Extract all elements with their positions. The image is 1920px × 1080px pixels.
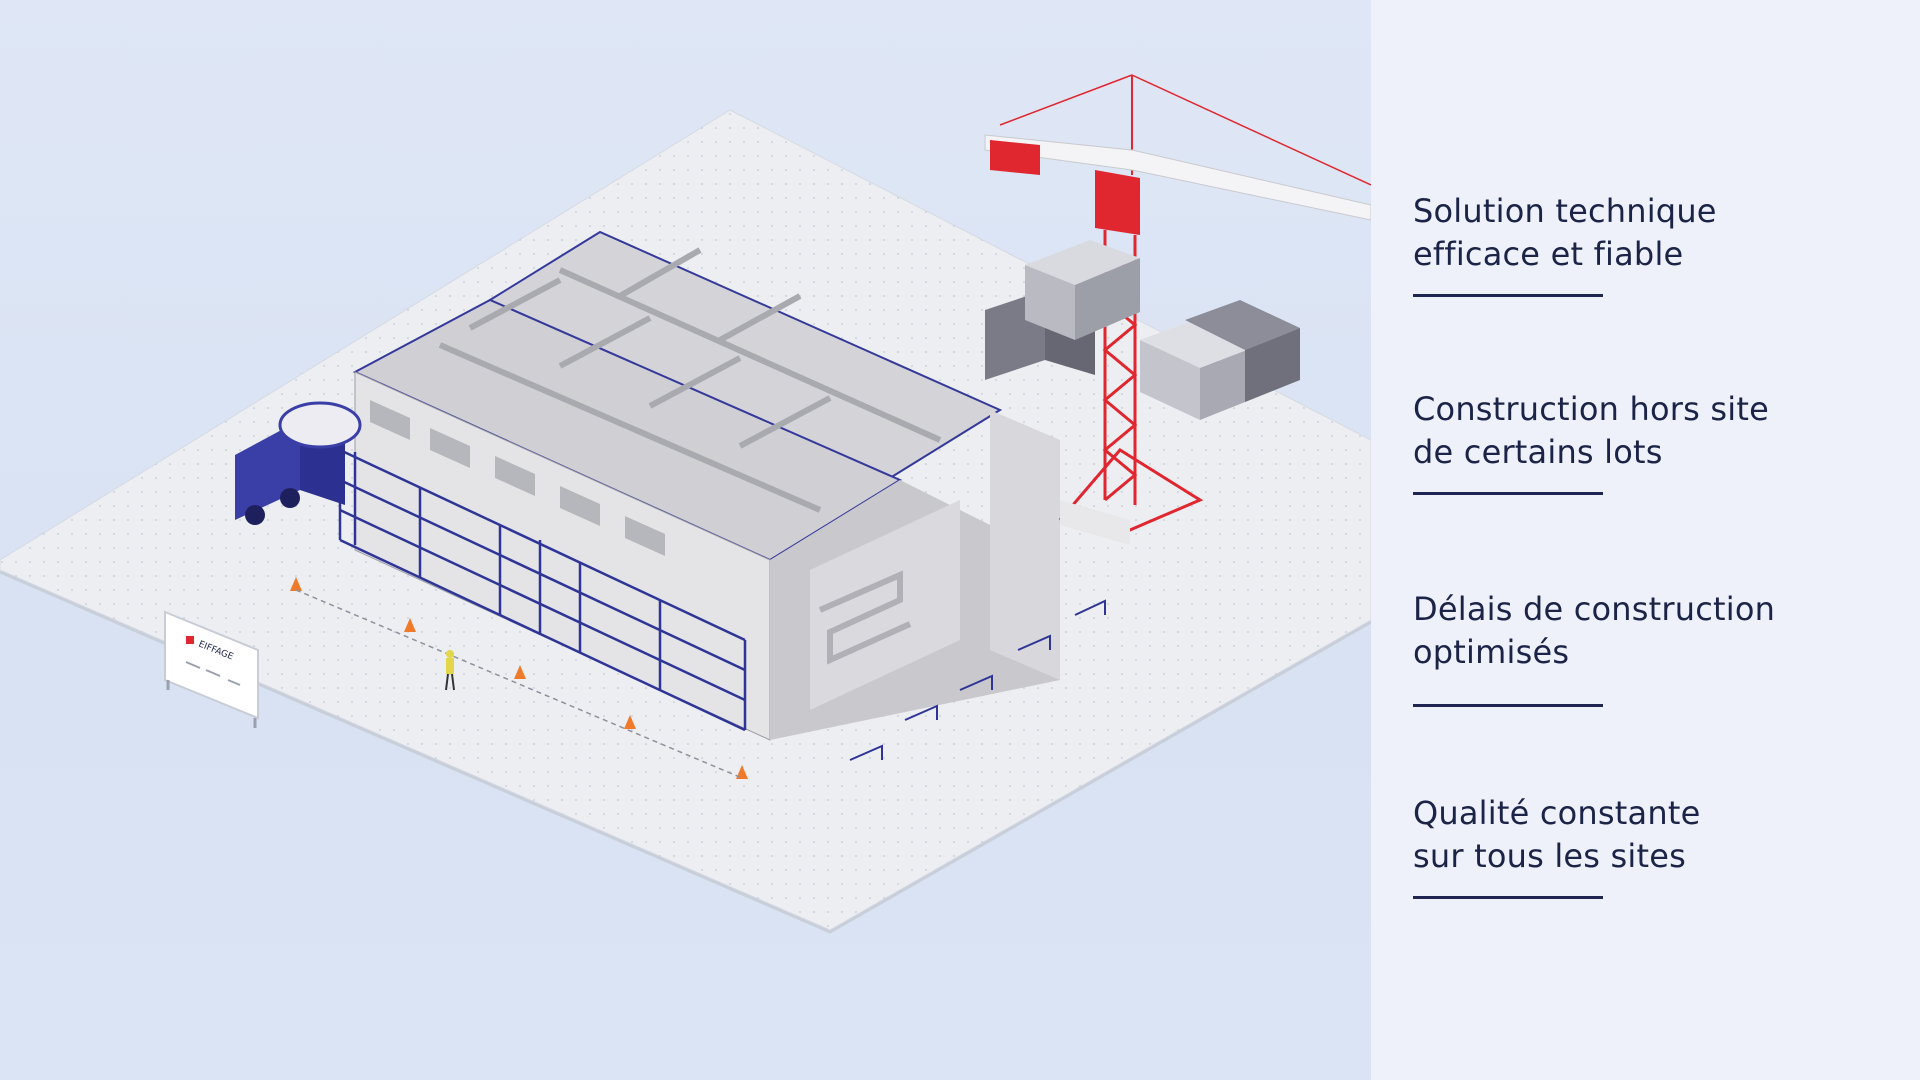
worker-figure (445, 650, 455, 691)
feature-underline (1413, 704, 1603, 707)
feature-item: Qualité constante sur tous les sites (1413, 792, 1893, 899)
building (338, 230, 1106, 761)
feature-label-line: optimisés (1413, 633, 1570, 671)
feature-label-line: Qualité constante (1413, 794, 1701, 832)
feature-underline (1413, 294, 1603, 297)
mixer-truck (235, 401, 362, 525)
feature-label: Construction hors site de certains lots (1413, 388, 1893, 474)
traffic-cones (290, 577, 748, 779)
feature-label: Qualité constante sur tous les sites (1413, 792, 1893, 878)
feature-label-line: Solution technique (1413, 192, 1717, 230)
feature-label-line: Délais de construction (1413, 590, 1776, 628)
feature-underline (1413, 896, 1603, 899)
feature-underline (1413, 492, 1603, 495)
feature-label-line: Construction hors site (1413, 390, 1769, 428)
feature-label-line: efficace et fiable (1413, 235, 1684, 273)
feature-item: Délais de construction optimisés (1413, 588, 1893, 707)
feature-label: Solution technique efficace et fiable (1413, 190, 1893, 276)
feature-item: Solution technique efficace et fiable (1413, 190, 1893, 297)
scaffolding (338, 448, 747, 732)
barriers (849, 599, 1106, 761)
feature-label-line: sur tous les sites (1413, 837, 1687, 875)
tower-crane (984, 74, 1371, 545)
feature-label: Délais de construction optimisés (1413, 588, 1893, 674)
feature-label-line: de certains lots (1413, 433, 1663, 471)
features-panel: Solution technique efficace et fiable Co… (1371, 0, 1920, 1080)
construction-site-illustration: EIFFAGE (0, 0, 1371, 1080)
feature-item: Construction hors site de certains lots (1413, 388, 1893, 495)
site-signboard: EIFFAGE (164, 610, 259, 728)
isometric-site-svg: EIFFAGE (0, 74, 1371, 934)
prefab-modules (985, 240, 1300, 420)
